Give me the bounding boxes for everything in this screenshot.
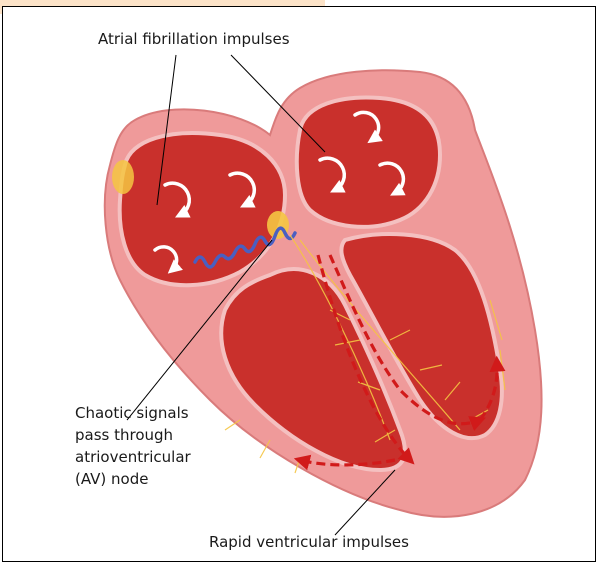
sa-node xyxy=(112,160,134,194)
label-rapid-ventricular: Rapid ventricular impulses xyxy=(209,533,409,551)
right-atrium xyxy=(297,97,440,226)
label-atrial-fibrillation: Atrial fibrillation impulses xyxy=(98,30,290,48)
label-chaotic-line1: Chaotic signals xyxy=(75,404,189,422)
label-chaotic-line2: pass through xyxy=(75,426,173,444)
label-chaotic-line3: atrioventricular xyxy=(75,448,192,466)
label-chaotic-line4: (AV) node xyxy=(75,470,148,488)
